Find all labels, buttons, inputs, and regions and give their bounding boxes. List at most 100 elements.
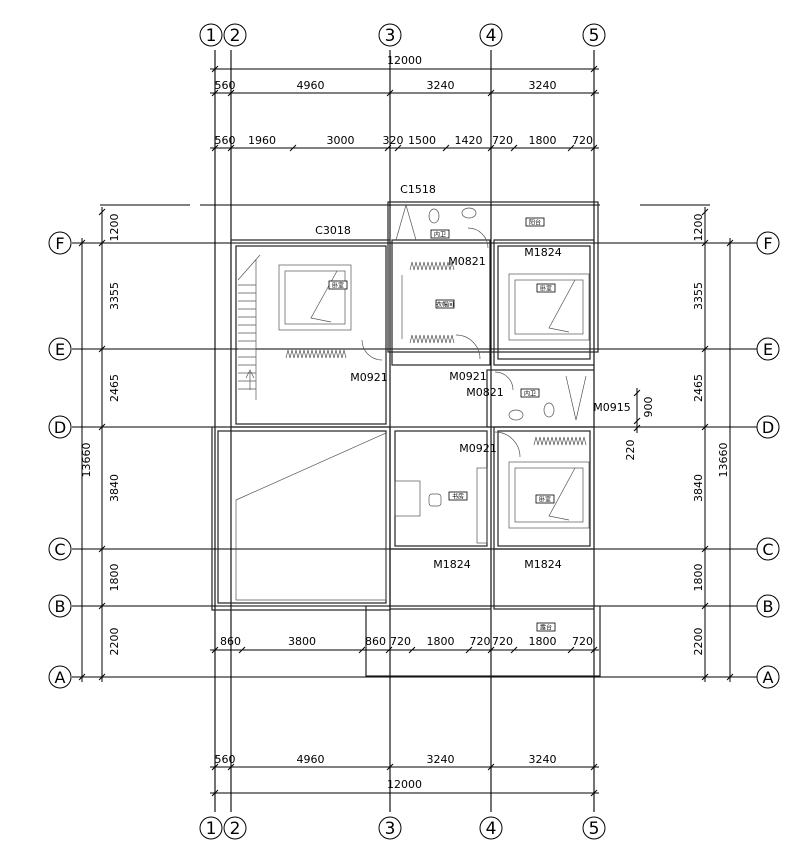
dimension-tick	[98, 673, 106, 681]
dimension-tick	[98, 602, 106, 610]
axis-bubble	[199, 23, 223, 47]
wardrobe	[533, 436, 587, 446]
axis-bubble	[48, 665, 72, 689]
bed-cover	[548, 279, 576, 333]
dimension-tick	[701, 345, 709, 353]
dimension-text: 1800	[108, 564, 121, 592]
dimension-tick	[701, 545, 709, 553]
axis-label: 5	[589, 819, 600, 839]
room-tag-box	[535, 494, 555, 504]
bed-mattress	[514, 467, 584, 523]
room-name: 露台	[540, 624, 552, 632]
axis-bubble	[378, 23, 402, 47]
dimension-tick	[227, 89, 235, 97]
dimension-text: 320	[383, 134, 404, 147]
dimension-text: 3240	[529, 753, 557, 766]
stair-arrow-icon	[245, 369, 255, 390]
dimension-tick	[701, 423, 709, 431]
bookshelf	[476, 467, 488, 544]
room-tag-box	[536, 622, 556, 632]
axis-bubble	[223, 816, 247, 840]
axis-label: D	[762, 418, 774, 437]
axis-label: A	[55, 668, 66, 687]
dimension-tick	[211, 763, 219, 771]
axis-bubble	[48, 337, 72, 361]
wall	[497, 430, 591, 547]
axis-label: B	[763, 597, 774, 616]
opening-tag: M1824	[433, 558, 471, 571]
axis-label: B	[55, 597, 66, 616]
dimension-text: 13660	[717, 443, 730, 478]
axis-bubble	[756, 231, 780, 255]
axis-label: C	[762, 540, 773, 559]
dimension-text: 12000	[387, 778, 422, 791]
axis-label: 3	[385, 26, 396, 46]
toilet-icon	[428, 208, 440, 224]
axis-bubble	[756, 537, 780, 561]
toilet-icon	[543, 402, 555, 418]
bed	[508, 273, 590, 341]
axis-bubble	[48, 537, 72, 561]
dimension-tick	[465, 646, 473, 654]
dimension-text: 720	[572, 134, 593, 147]
axis-bubble	[756, 337, 780, 361]
dimension-text: 1200	[108, 214, 121, 242]
wall	[235, 245, 387, 425]
axis-label: 4	[486, 819, 497, 839]
dimension-text: 1420	[455, 134, 483, 147]
room-tag-box	[430, 229, 450, 239]
axis-label: 2	[230, 819, 241, 839]
dimension-tick	[590, 144, 598, 152]
opening-tag: M0921	[459, 442, 497, 455]
axis-label: E	[55, 340, 65, 359]
room-tag-box	[328, 280, 348, 290]
room-tag-box	[448, 491, 468, 501]
bed-cover	[310, 270, 338, 323]
door-swing	[467, 227, 489, 249]
dimension-text: 12000	[387, 54, 422, 67]
room-name: 内卫	[524, 390, 536, 398]
room-name: 卧室	[539, 496, 551, 504]
dimension-tick	[78, 673, 86, 681]
dimension-tick	[633, 424, 641, 432]
dimension-tick	[590, 763, 598, 771]
wall	[486, 369, 595, 428]
dimension-text: 3355	[692, 282, 705, 310]
dimension-tick	[98, 423, 106, 431]
dimension-tick	[386, 763, 394, 771]
dimension-tick	[211, 144, 219, 152]
dimension-tick	[98, 239, 106, 247]
room-tag-box	[435, 299, 455, 309]
dimension-tick	[408, 646, 416, 654]
dimension-text: 720	[492, 635, 513, 648]
axis-label: 1	[206, 819, 217, 839]
wardrobe	[409, 334, 455, 344]
dimension-text: 1800	[529, 134, 557, 147]
wall	[493, 548, 595, 610]
axis-label: A	[763, 668, 774, 687]
dimension-tick	[510, 144, 518, 152]
opening-tag: M0915	[593, 401, 631, 414]
dimension-text: 1800	[529, 635, 557, 648]
axis-bubble	[756, 665, 780, 689]
dimension-tick	[442, 144, 450, 152]
dimension-text: 560	[215, 134, 236, 147]
stair-break	[237, 254, 261, 281]
dimension-text: 1800	[427, 635, 455, 648]
dimension-tick	[487, 144, 495, 152]
dimension-text: 3240	[427, 79, 455, 92]
dimension-text: 3000	[327, 134, 355, 147]
dimension-text: 1500	[408, 134, 436, 147]
axis-label: 2	[230, 26, 241, 46]
bed-mattress	[514, 279, 584, 335]
dimension-tick	[238, 646, 246, 654]
wall	[493, 239, 595, 366]
shower	[395, 203, 417, 241]
dimension-text: 1960	[248, 134, 276, 147]
dimension-tick	[211, 646, 219, 654]
dimension-tick	[633, 389, 641, 397]
